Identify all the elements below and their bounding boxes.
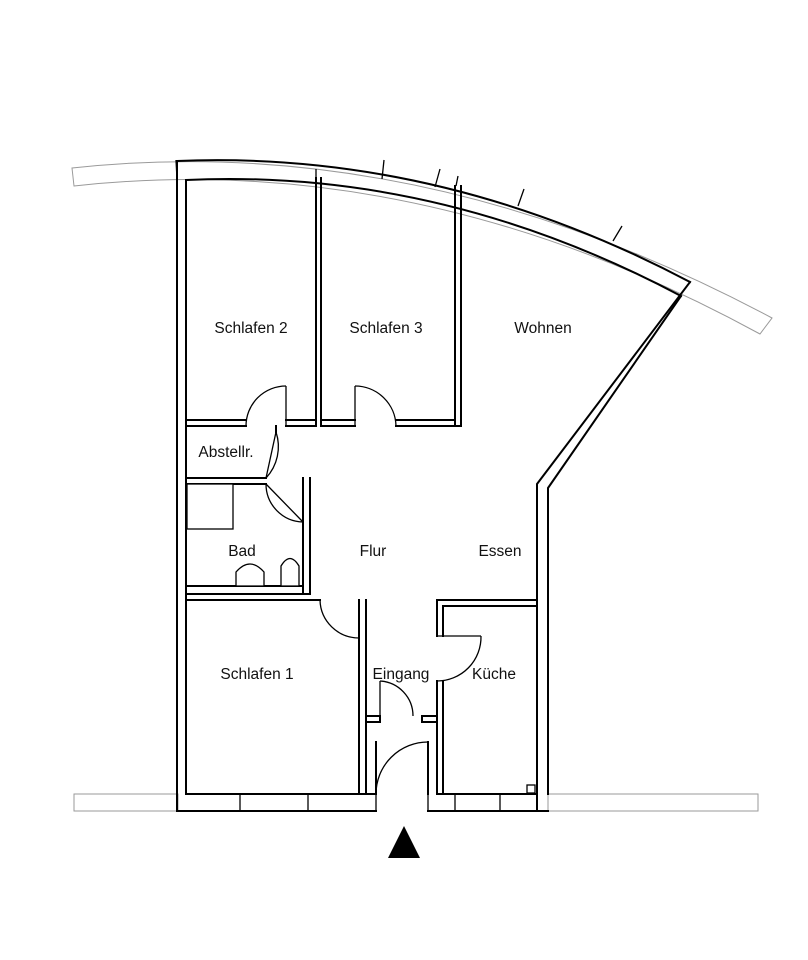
room-label-schlafen-1: Schlafen 1 <box>220 666 293 683</box>
bathroom-fixtures <box>186 483 300 587</box>
triangle-up-icon <box>388 826 420 858</box>
room-label-schlafen-3: Schlafen 3 <box>349 320 422 337</box>
room-label-abstellraum: Abstellr. <box>198 444 253 461</box>
window-marks-top <box>315 169 459 187</box>
exterior-wall-bottom <box>176 793 549 812</box>
doors <box>245 385 482 795</box>
room-label-essen: Essen <box>478 543 521 560</box>
room-label-eingang: Eingang <box>373 666 430 683</box>
room-label-flur: Flur <box>360 543 387 560</box>
room-label-bad: Bad <box>228 543 256 560</box>
bathroom-sink <box>235 563 265 587</box>
exterior-wall-left <box>176 160 187 812</box>
room-label-wohnen: Wohnen <box>514 320 571 337</box>
interior-walls-bedrooms <box>185 177 462 427</box>
room-label-kueche: Küche <box>472 666 516 683</box>
toilet <box>280 557 300 587</box>
terrace-strips-bottom <box>73 793 759 812</box>
shower-tray <box>186 483 234 530</box>
room-labels: Schlafen 2 Schlafen 3 Wohnen Abstellr. B… <box>198 320 571 683</box>
interior-walls-lower <box>358 599 538 795</box>
exterior-wall-diagonal <box>536 280 692 812</box>
exterior-wall-curved <box>175 159 692 298</box>
room-label-schlafen-2: Schlafen 2 <box>214 320 287 337</box>
interior-walls-storage-bath <box>185 425 321 601</box>
